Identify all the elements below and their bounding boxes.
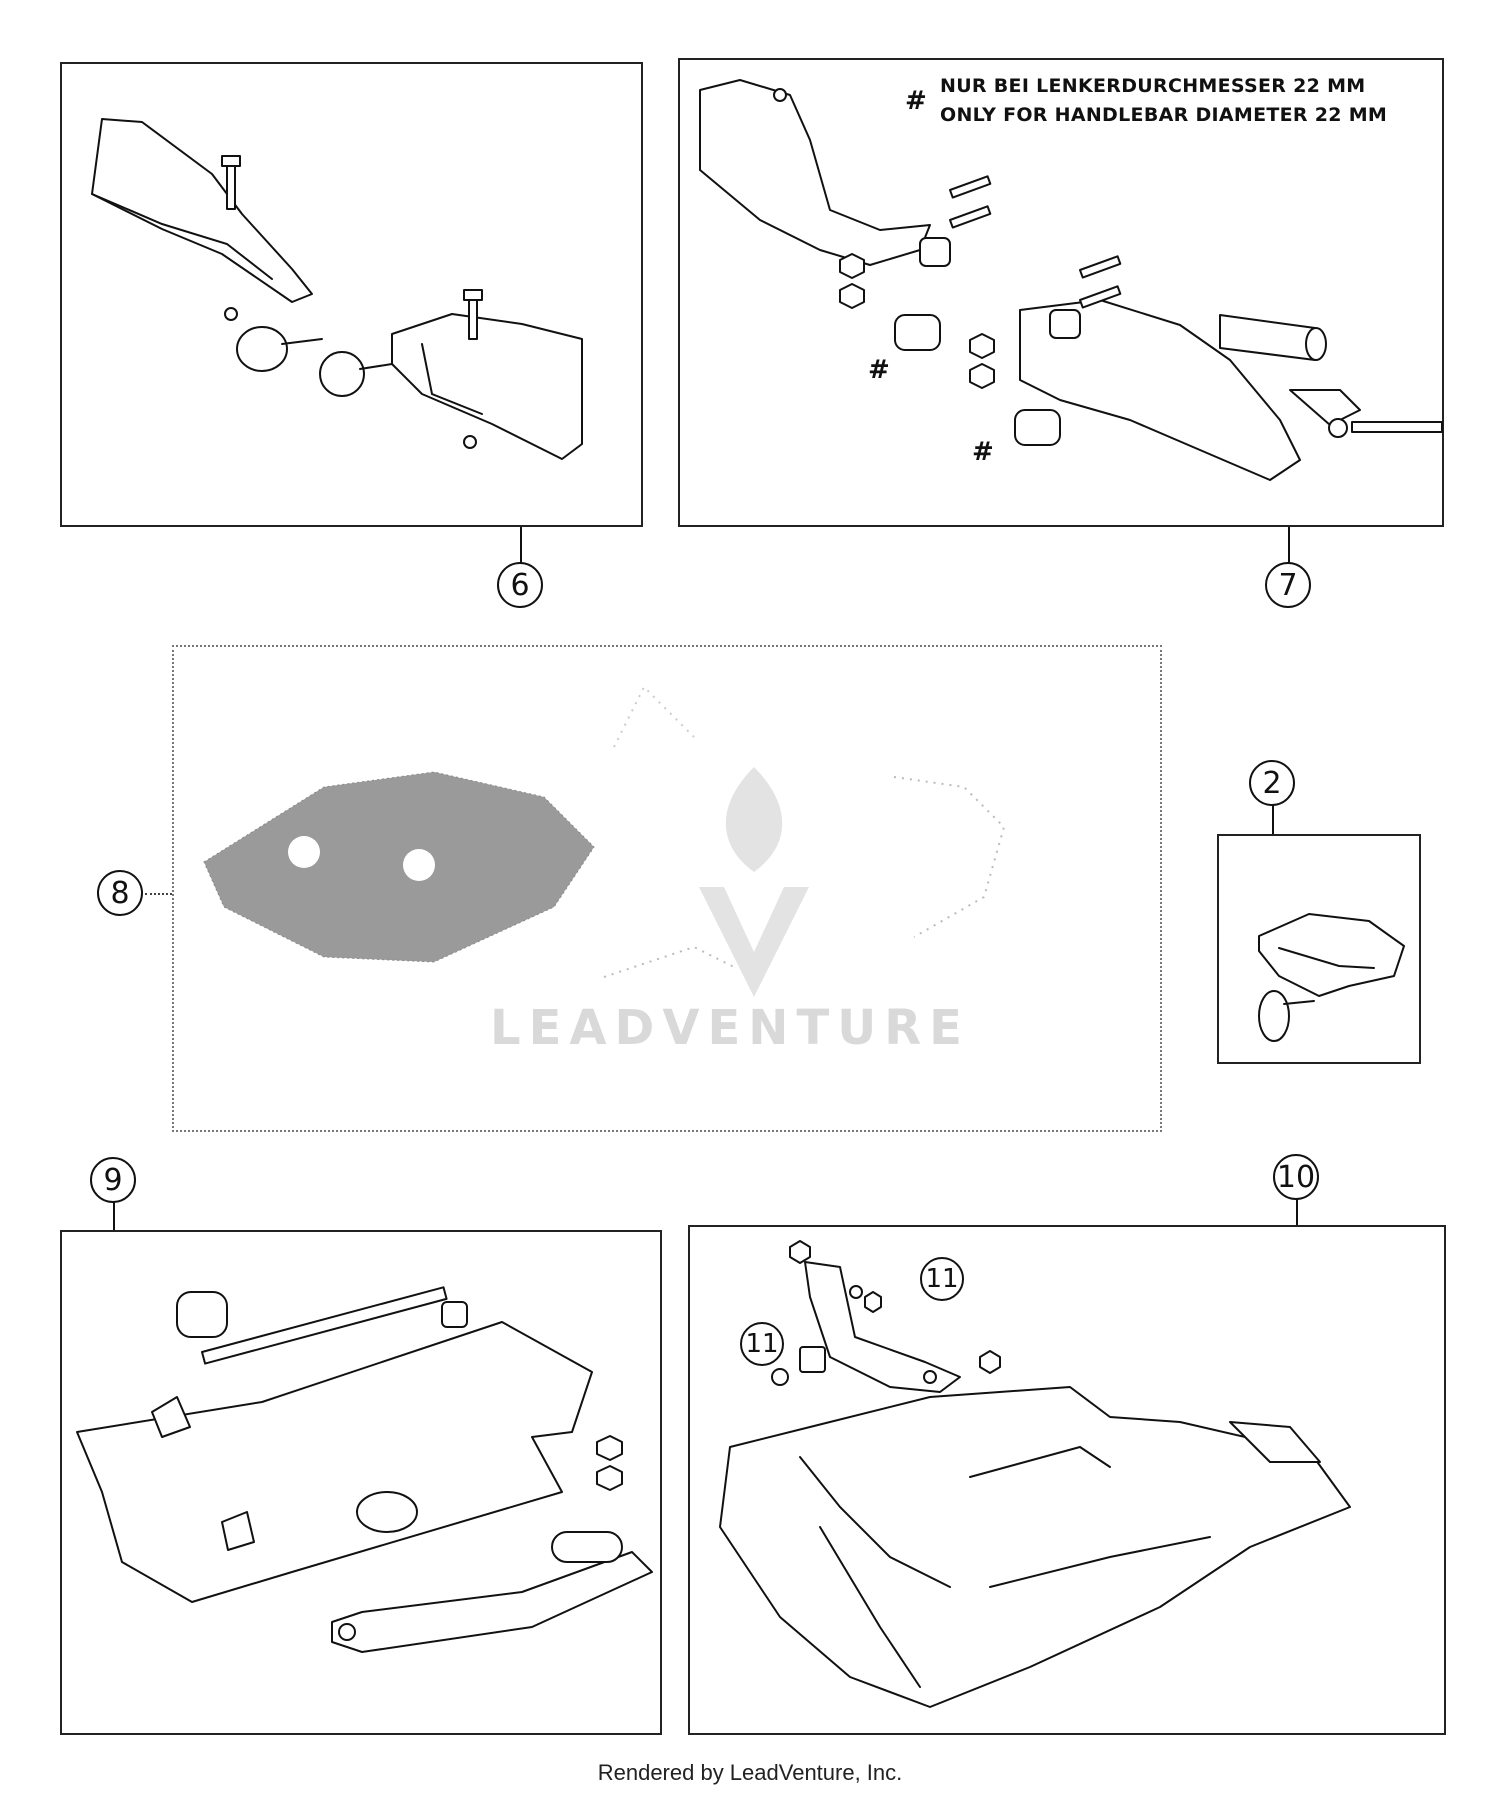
callout-6: 6 [497, 562, 543, 608]
watermark-logo-icon [699, 767, 809, 997]
panel-skid-plate-kit [60, 1230, 662, 1735]
leader-9 [113, 1202, 115, 1230]
skid-plate-kit-drawing [76, 1286, 653, 1653]
panel-handguard-kit [60, 62, 643, 527]
note-line-en: ONLY FOR HANDLEBAR DIAMETER 22 MM [940, 104, 1388, 126]
handguard-mount-drawing [699, 79, 1443, 481]
hash-marker-2: # [972, 437, 994, 467]
leader-8 [145, 893, 172, 895]
callout-11-upper: 11 [920, 1257, 964, 1301]
hash-marker-1: # [868, 355, 890, 385]
handguard-kit-drawing [91, 118, 583, 460]
leader-6 [520, 527, 522, 564]
callout-7: 7 [1265, 562, 1311, 608]
callout-2: 2 [1249, 760, 1295, 806]
panel-cover [172, 645, 1162, 1132]
engine-guard-drawing [719, 1240, 1351, 1708]
note-line-de: NUR BEI LENKERDURCHMESSER 22 MM [940, 75, 1366, 97]
footer-credit: Rendered by LeadVenture, Inc. [597, 1760, 903, 1785]
leader-7 [1288, 527, 1290, 564]
watermark-text: LEADVENTURE [490, 1000, 970, 1056]
callout-9: 9 [90, 1157, 136, 1203]
leader-2 [1272, 805, 1274, 834]
callout-8: 8 [97, 870, 143, 916]
panel-engine-guard-kit: 11 11 [688, 1225, 1446, 1735]
callout-11-lower: 11 [740, 1322, 784, 1366]
cover-drawing [203, 685, 1006, 978]
callout-10: 10 [1273, 1154, 1319, 1200]
note-symbol: # [905, 86, 927, 116]
small-cover-drawing [1258, 913, 1405, 1042]
panel-handguard-mount-kit [678, 58, 1444, 527]
handlebar-note: NUR BEI LENKERDURCHMESSER 22 MM ONLY FOR… [940, 72, 1387, 130]
panel-small-cover [1217, 834, 1421, 1064]
leader-10 [1296, 1198, 1298, 1225]
